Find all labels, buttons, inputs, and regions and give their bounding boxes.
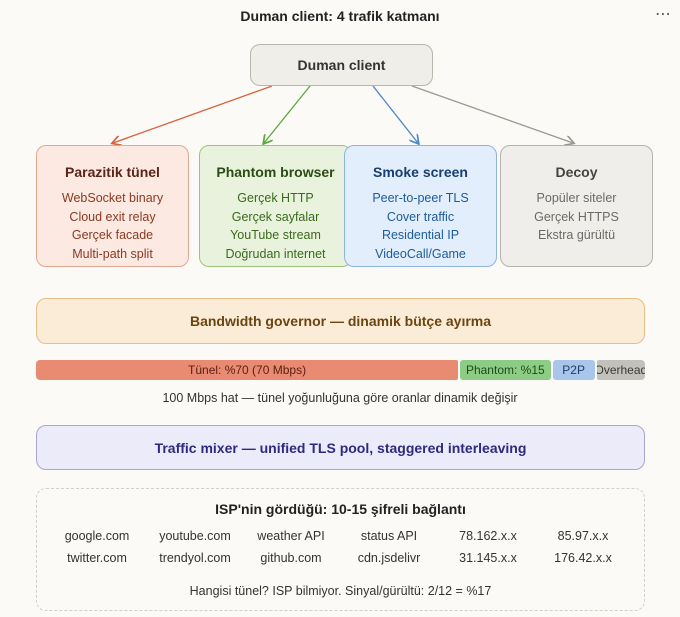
arrow-phantom (264, 85, 311, 143)
isp-connection: 176.42.x.x (554, 551, 612, 565)
bandwidth-bar: Tünel: %70 (70 Mbps) Phantom: %15 P2P Ov… (36, 360, 645, 380)
bandwidth-governor: Bandwidth governor — dinamik bütçe ayırm… (36, 298, 645, 344)
layer-parazitik: Parazitik tünel WebSocket binary Cloud e… (36, 145, 189, 267)
bandwidth-segment-overhead: Overhead (596, 360, 645, 380)
isp-connection: status API (360, 529, 418, 543)
layer-item: Popüler siteler (536, 191, 617, 205)
isp-connection: trendyol.com (159, 551, 231, 565)
layer-title: Decoy (555, 164, 598, 180)
layer-item: Peer-to-peer TLS (372, 191, 469, 205)
isp-connection: google.com (64, 529, 130, 543)
traffic-mixer: Traffic mixer — unified TLS pool, stagge… (36, 425, 645, 470)
arrow-parazitik (113, 85, 273, 143)
layer-item: Gerçek facade (71, 228, 154, 242)
layer-title: Phantom browser (216, 164, 335, 180)
layer-item: Ekstra gürültü (537, 228, 616, 242)
layer-item: Cloud exit relay (69, 209, 156, 224)
isp-connection: cdn.jsdelivr (357, 551, 421, 565)
layer-item: Gerçek sayfalar (231, 209, 320, 224)
layer-smoke: Smoke screen Peer-to-peer TLS Cover traf… (344, 145, 497, 267)
layer-item: Gerçek HTTPS (534, 209, 619, 224)
layer-decoy: Decoy Popüler siteler Gerçek HTTPS Ekstr… (500, 145, 653, 267)
isp-connection: weather API (257, 529, 325, 543)
isp-view-panel: ISP'nin gördüğü: 10-15 şifreli bağlantı … (36, 488, 645, 611)
layer-title: Smoke screen (373, 164, 468, 180)
root-node: Duman client (250, 44, 433, 86)
layer-item: Multi-path split (72, 246, 153, 261)
diagram-title: Duman client: 4 trafik katmanı (240, 8, 440, 24)
isp-connection: 85.97.x.x (557, 529, 609, 543)
bandwidth-segment-p2p: P2P (552, 360, 595, 380)
arrow-decoy (411, 85, 573, 143)
bandwidth-segment-tunnel: Tünel: %70 (70 Mbps) (36, 360, 459, 380)
more-dots-icon[interactable]: ⋯ (655, 6, 672, 23)
isp-connection: twitter.com (67, 551, 127, 565)
layer-item: Cover traffic (386, 209, 455, 224)
isp-connection: github.com (260, 551, 322, 565)
isp-connection: youtube.com (159, 529, 231, 543)
bandwidth-segment-phantom: Phantom: %15 (460, 360, 551, 380)
layer-item: YouTube stream (230, 228, 321, 242)
arrow-smoke (372, 85, 418, 143)
layer-item: WebSocket binary (61, 191, 164, 205)
isp-title: ISP'nin gördüğü: 10-15 şifreli bağlantı (215, 501, 466, 517)
layer-item: VideoCall/Game (375, 246, 466, 261)
isp-connection: 31.145.x.x (459, 551, 517, 565)
layer-item: Gerçek HTTP (237, 191, 314, 205)
layer-title: Parazitik tünel (65, 164, 160, 180)
isp-connection: 78.162.x.x (459, 529, 517, 543)
layer-phantom: Phantom browser Gerçek HTTP Gerçek sayfa… (199, 145, 352, 267)
layer-item: Residential IP (381, 228, 460, 242)
isp-footer: Hangisi tünel? ISP bilmiyor. Sinyal/gürü… (189, 584, 492, 598)
layer-item: Doğrudan internet (225, 246, 326, 261)
bandwidth-caption: 100 Mbps hat — tünel yoğunluğuna göre or… (162, 391, 518, 405)
